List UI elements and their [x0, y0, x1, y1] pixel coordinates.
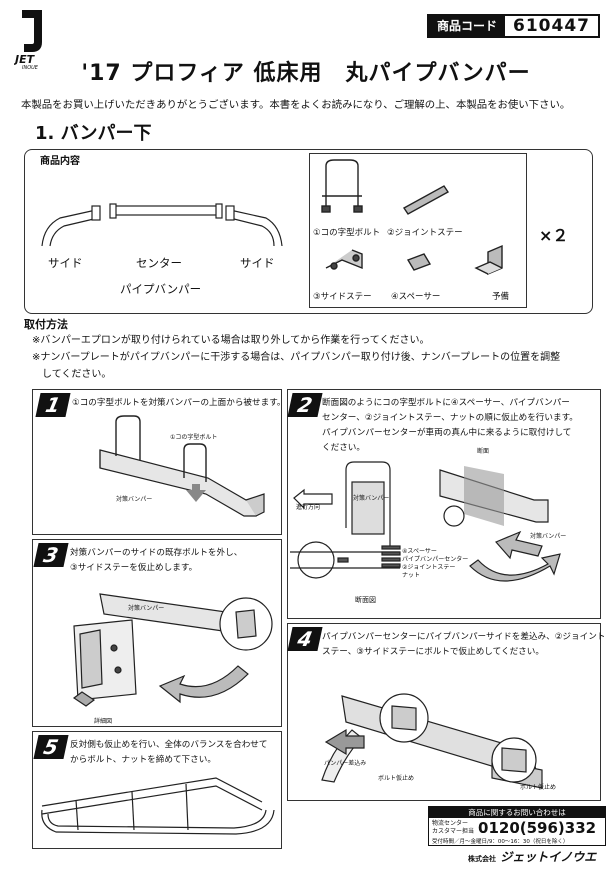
step-4-line-1: パイプバンパーセンターにパイプバンパーサイドを差込み、②ジョイント: [322, 632, 606, 642]
step-2-panel: [287, 389, 601, 619]
part-label-5: 予備: [492, 292, 510, 302]
contact-hours: 受付時間／月～金曜日/9：00～16：30（祝日を除く）: [432, 839, 569, 845]
step-1-bolt-label: ①コの字型ボルト: [170, 434, 218, 441]
company-name-text: ジェットイノウエ: [500, 850, 597, 864]
step-5-illustration: [41, 777, 275, 835]
product-code-value: 610447: [505, 16, 598, 36]
part-label-4: ④スペーサー: [391, 292, 441, 302]
intro-text: 本製品をお買い上げいただきありがとうございます。本書をよくお読みになり、ご理解の…: [21, 99, 571, 111]
contact-center-1: 物流センター: [432, 820, 469, 827]
product-code-box: 商品コード 610447: [427, 14, 600, 38]
step-2-direction-label: 進行方向: [296, 504, 321, 511]
pipe-bumper-illustration: [41, 203, 283, 247]
step-5-panel: [32, 731, 282, 849]
method-heading: 取付方法: [24, 318, 68, 331]
step-2-bumper-label: 対策バンパー: [530, 533, 567, 540]
step-5-line-1: 反対側も仮止めを行い、全体のバランスを合わせて: [70, 740, 268, 750]
step-2-line-4: ください。: [322, 443, 365, 453]
step-2-inner-bumper-label: 対策バンパー: [353, 495, 390, 502]
step-1-bumper-label: 対策バンパー: [116, 496, 153, 503]
step-2-section-label: 断面: [477, 448, 490, 455]
part-label-3: ③サイドステー: [313, 292, 372, 302]
contact-center-2: カスタマー担当: [432, 828, 475, 835]
step-4-line-2: ステー、③サイドステーにボルトで仮止めしてください。: [322, 647, 544, 657]
step-4-number: 4: [287, 627, 323, 651]
pipe-group-label: パイプバンパー: [120, 282, 202, 296]
svg-text:JET: JET: [14, 53, 36, 66]
step-2-diagram-label: 断面図: [355, 596, 376, 604]
company-prefix: 株式会社: [468, 855, 496, 863]
step-2-pipe-center-label: パイプバンパーセンター: [402, 556, 469, 563]
svg-text:INOUE: INOUE: [22, 65, 39, 70]
step-2-illustration: [290, 461, 561, 582]
parts-illustration: [321, 159, 503, 276]
company-name: 株式会社 ジェットイノウエ: [468, 848, 596, 865]
step-3-number: 3: [33, 543, 69, 567]
contact-phone[interactable]: 0120(596)332: [478, 819, 597, 837]
step-3-line-1: 対策バンパーのサイドの既存ボルトを外し、: [70, 548, 243, 558]
step-4-bolt-label-1: ボルト仮止め: [378, 775, 415, 782]
part-label-2: ②ジョイントステー: [387, 228, 463, 238]
contact-box: 商品に関するお問い合わせは 物流センター カスタマー担当 0120(596)33…: [428, 806, 606, 846]
quantity-multiplier: ×２: [539, 226, 569, 245]
part-label-1: ①コの字型ボルト: [313, 228, 381, 238]
contents-box: [24, 149, 593, 314]
note-3: してください。: [32, 369, 112, 380]
step-2-line-3: パイプバンパーセンターが車両の真ん中に来るように取付けして: [322, 428, 572, 438]
step-3-bumper-label: 対策バンパー: [128, 605, 165, 612]
step-3-detail-label: 詳細図: [94, 718, 113, 725]
step-2-number: 2: [287, 393, 323, 417]
step-4-illustration: [321, 693, 543, 789]
pipe-side-left-label: サイド: [48, 256, 83, 270]
contact-heading: 商品に関するお問い合わせは: [429, 807, 605, 818]
contents-label: 商品内容: [40, 156, 80, 167]
step-1-text: ①コの字型ボルトを対策バンパーの上面から被せます。: [72, 398, 286, 408]
step-3-illustration: [72, 593, 273, 707]
step-3-line-2: ③サイドステーを仮止めします。: [70, 563, 198, 573]
pipe-side-right-label: サイド: [240, 256, 275, 270]
product-code-label: 商品コード: [429, 16, 506, 36]
note-2: ※ナンバープレートがパイプバンパーに干渉する場合は、パイプバンパー取り付け後、ナ…: [32, 352, 561, 363]
step-2-nut-label: ナット: [402, 572, 421, 579]
note-1: ※バンパーエプロンが取り付けられている場合は取り外してから作業を行ってください。: [32, 335, 430, 346]
section-title: 1. バンパー下: [35, 123, 152, 144]
parts-box: [309, 153, 527, 308]
step-2-line-2: センター、②ジョイントステー、ナットの順に仮止めを行います。: [322, 413, 578, 423]
step-2-joint-label: ②ジョイントステー: [402, 564, 456, 571]
pipe-center-label: センター: [136, 256, 182, 270]
step-5-number: 5: [33, 735, 69, 759]
step-4-bolt-label-2: ボルト仮止め: [520, 784, 557, 791]
step-1-number: 1: [35, 393, 71, 417]
step-1-illustration: [99, 415, 265, 517]
step-5-line-2: からボルト、ナットを締めて下さい。: [70, 755, 216, 765]
step-4-insert-label: パンパー差込み: [324, 760, 367, 767]
step-2-line-1: 断面図のようにコの字型ボルトに④スペーサー、パイプバンパー: [322, 398, 570, 408]
step-2-spacer-label: ④スペーサー: [402, 548, 437, 555]
brand-logo: JET INOUE: [13, 8, 56, 71]
page-title: '17 プロフィア 低床用 丸パイプバンパー: [81, 61, 531, 86]
